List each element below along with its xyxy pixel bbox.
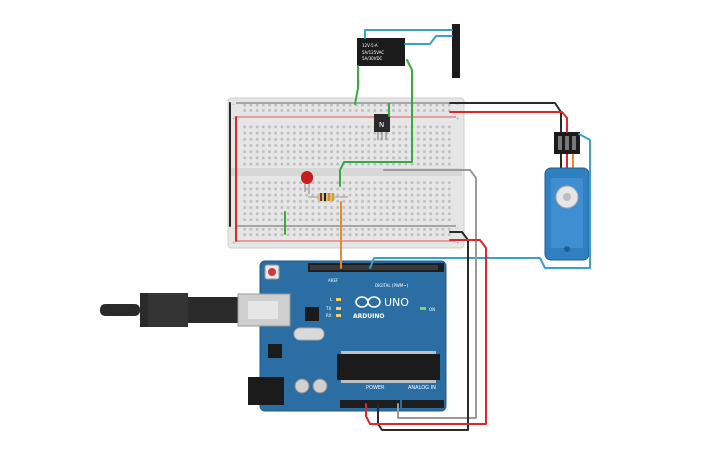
on-label: ON [429,307,435,312]
svg-text:+: + [232,240,235,245]
servo-motor [544,132,590,261]
svg-text:−: − [232,102,235,107]
l-led [336,298,341,301]
tx-led [336,307,341,310]
arduino-logo [355,296,381,308]
on-led [420,307,426,310]
wires [229,29,591,431]
power-header [340,400,400,408]
pin-header-strip [452,24,460,78]
relay-label-3: 5A/30VDC [362,56,383,61]
svg-text:−: − [456,226,459,231]
capacitor-1 [294,378,310,394]
power-label: POWER [366,385,385,391]
wire-red-to-servo [449,111,568,133]
svg-text:+: + [456,116,459,121]
capacitor-2 [312,378,328,394]
l-label: L [330,297,333,302]
wire-blue-relay-2 [404,35,453,45]
relay: 12V·5·A 5A/125VAC 5A/30VDC [357,38,405,66]
usb-cable [100,293,291,327]
atmega-chip [337,351,440,383]
digital-label: DIGITAL (PWM~) [375,283,409,288]
npn-transistor: N [374,114,390,140]
usb-chip [305,307,319,321]
digital-header [308,263,444,272]
wire-gray [383,169,477,419]
aref-label: AREF [328,278,339,283]
relay-label-2: 5A/125VAC [362,50,384,55]
resistor [308,193,348,201]
wire-red-bottom [365,239,487,425]
rx-label: RX [326,313,332,318]
wire-blue-relay-1 [364,29,453,39]
arduino-uno-board: DIGITAL (PWM~) AREF UNO ARDUINO L TX RX … [248,260,447,412]
svg-text:−: − [232,226,235,231]
analog-header [402,400,444,408]
transistor-label: N [379,121,384,129]
voltage-regulator [268,344,282,358]
wire-blue-servo-signal [369,133,591,269]
wire-black-to-servo [449,102,562,133]
breadboard: − + − + − + − + [227,97,465,249]
reset-button[interactable] [264,264,280,280]
wire-green-relay [354,65,359,105]
brand-label: ARDUINO [353,313,384,320]
relay-label-1: 12V·5·A [362,43,378,48]
analog-label: ANALOG IN [408,385,436,391]
rx-led [336,314,341,317]
svg-text:+: + [232,116,235,121]
svg-text:+: + [456,240,459,245]
tx-label: TX [325,306,331,311]
crystal [293,327,325,341]
power-jack[interactable] [248,377,284,405]
wire-green-long [339,59,413,187]
model-label: UNO [384,296,409,309]
svg-text:−: − [456,102,459,107]
red-led [301,171,313,194]
